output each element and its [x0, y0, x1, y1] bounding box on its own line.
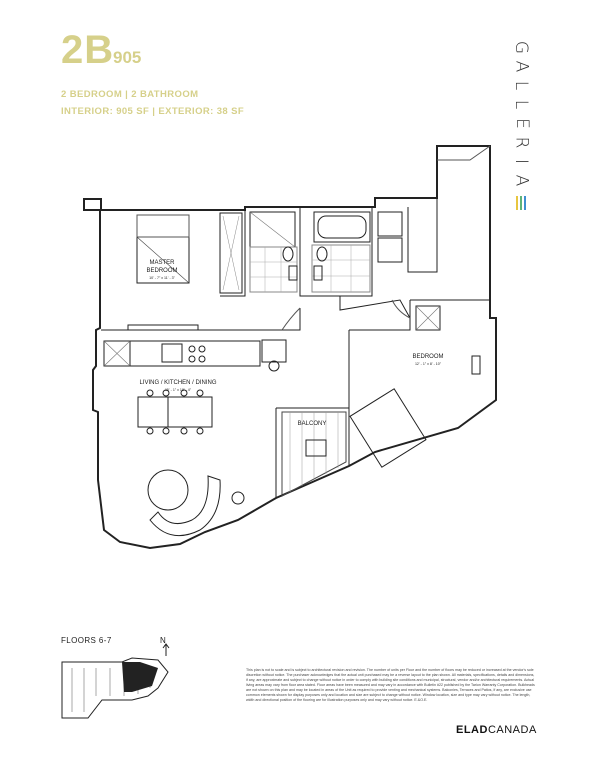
- dining-table: [167, 396, 213, 428]
- master-bedroom-dims: 10' - 7" x 11' - 3": [149, 276, 176, 280]
- key-plan-highlight: [122, 662, 158, 692]
- toilet: [282, 246, 294, 262]
- bath-tile: [249, 246, 298, 293]
- cooktop-burner: [188, 345, 196, 353]
- bedrooms-baths: 2 BEDROOM | 2 BATHROOM: [61, 89, 199, 100]
- north-arrow: [162, 643, 170, 656]
- area-summary: INTERIOR: 905 SF | EXTERIOR: 38 SF: [61, 106, 245, 117]
- vanity: [288, 265, 298, 281]
- plant: [231, 491, 245, 505]
- key-plan: [61, 657, 169, 719]
- cooktop-burner: [188, 355, 196, 363]
- balcony-table: [305, 439, 327, 457]
- bed-2: [349, 388, 427, 468]
- dining-table-ext: [137, 396, 169, 428]
- sink: [161, 343, 183, 363]
- toilet: [316, 246, 328, 262]
- bathtub: [313, 211, 371, 243]
- vanity: [313, 265, 323, 281]
- interior-wall: [349, 300, 411, 331]
- cooktop-burner: [198, 355, 206, 363]
- brand-bar-green: [520, 196, 522, 210]
- interior-wall: [101, 308, 301, 331]
- brand-bar-blue: [524, 196, 526, 210]
- brand-logo: G A L L E R I A: [509, 38, 533, 210]
- sectional-sofa: [149, 475, 221, 537]
- side-table: [261, 339, 287, 363]
- unit-code: 2B: [61, 28, 115, 72]
- cooktop-burner: [198, 345, 206, 353]
- dresser: [127, 324, 199, 331]
- balcony-deck: [281, 411, 347, 497]
- round-rug: [147, 469, 189, 511]
- balcony-label: BALCONY: [298, 421, 327, 427]
- developer-logo-rest: CANADA: [487, 724, 537, 736]
- door-swing: [391, 299, 411, 319]
- bath-tile: [311, 244, 371, 293]
- master-bedroom-label-2: BEDROOM: [146, 268, 177, 274]
- brand-color-bars: [516, 196, 526, 210]
- window: [437, 145, 491, 161]
- living-dims: 15' - 1" x 18' - 4": [165, 388, 192, 392]
- interior-wall: [407, 198, 438, 273]
- developer-logo-bold: ELAD: [456, 724, 488, 736]
- dryer: [377, 237, 403, 263]
- north-label: N: [160, 636, 166, 645]
- interior-wall: [339, 296, 411, 330]
- master-bedroom-label: MASTER: [149, 260, 175, 266]
- bedroom-desk: [471, 355, 481, 375]
- bedroom-closet: [415, 305, 441, 331]
- interior-wall: [299, 207, 373, 297]
- bedroom-label: BEDROOM: [412, 354, 443, 360]
- bedroom-dims: 12' - 1" x 8' - 10": [415, 362, 442, 366]
- closet: [219, 212, 243, 294]
- floors-label: FLOORS 6-7: [61, 636, 112, 645]
- washer: [377, 211, 403, 237]
- door-swing: [281, 307, 301, 331]
- fridge: [103, 340, 131, 367]
- brand-bar-yellow: [516, 196, 518, 210]
- interior-wall: [220, 210, 246, 297]
- developer-logo: ELADCANADA: [456, 724, 537, 736]
- unit-size: 905: [113, 48, 142, 67]
- living-label: LIVING / KITCHEN / DINING: [139, 380, 216, 386]
- disclaimer: This plan is not to scale and is subject…: [246, 668, 535, 702]
